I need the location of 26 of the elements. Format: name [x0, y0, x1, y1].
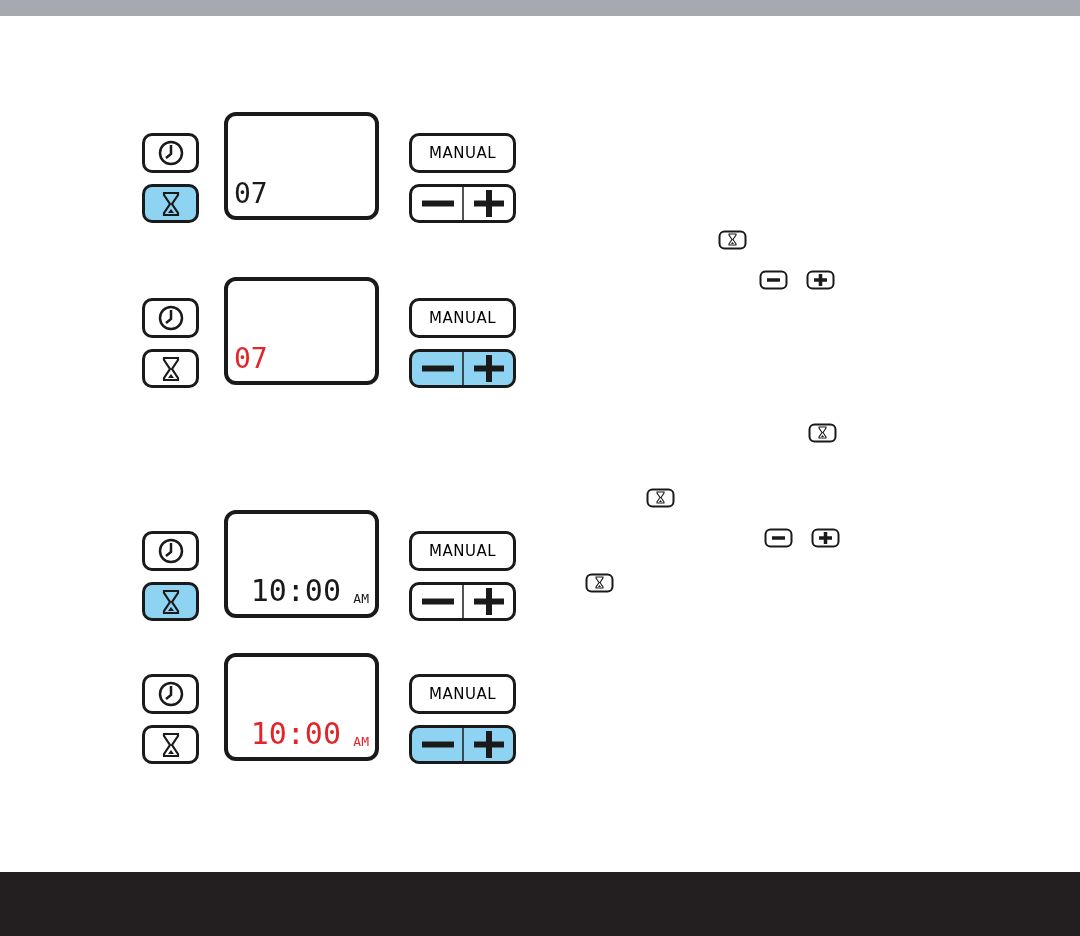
- clock-button: [142, 133, 199, 173]
- timer-button: [142, 725, 199, 764]
- manual-button: MANUAL: [409, 133, 516, 173]
- manual-button: MANUAL: [409, 674, 516, 714]
- clock-button: [142, 674, 199, 714]
- manual-button: MANUAL: [409, 298, 516, 338]
- lcd-display: [224, 653, 379, 761]
- display-time: 10:00: [250, 719, 341, 749]
- timer-button: [142, 582, 199, 621]
- lcd-display: [224, 277, 379, 385]
- clock-button: [142, 298, 199, 338]
- display-period: AM: [353, 592, 369, 605]
- timer-button: [142, 184, 199, 223]
- lcd-display: [224, 510, 379, 618]
- display-time: 10:00: [250, 576, 341, 606]
- display-digits: 07: [234, 345, 268, 373]
- display-period: AM: [353, 735, 369, 748]
- display-digits: 07: [234, 180, 268, 208]
- minus-plus-button: [409, 349, 516, 388]
- lcd-display: [224, 112, 379, 220]
- minus-plus-button: [409, 725, 516, 764]
- timer-button: [142, 349, 199, 388]
- clock-button: [142, 531, 199, 571]
- manual-button: MANUAL: [409, 531, 516, 571]
- minus-plus-button: [409, 582, 516, 621]
- minus-plus-button: [409, 184, 516, 223]
